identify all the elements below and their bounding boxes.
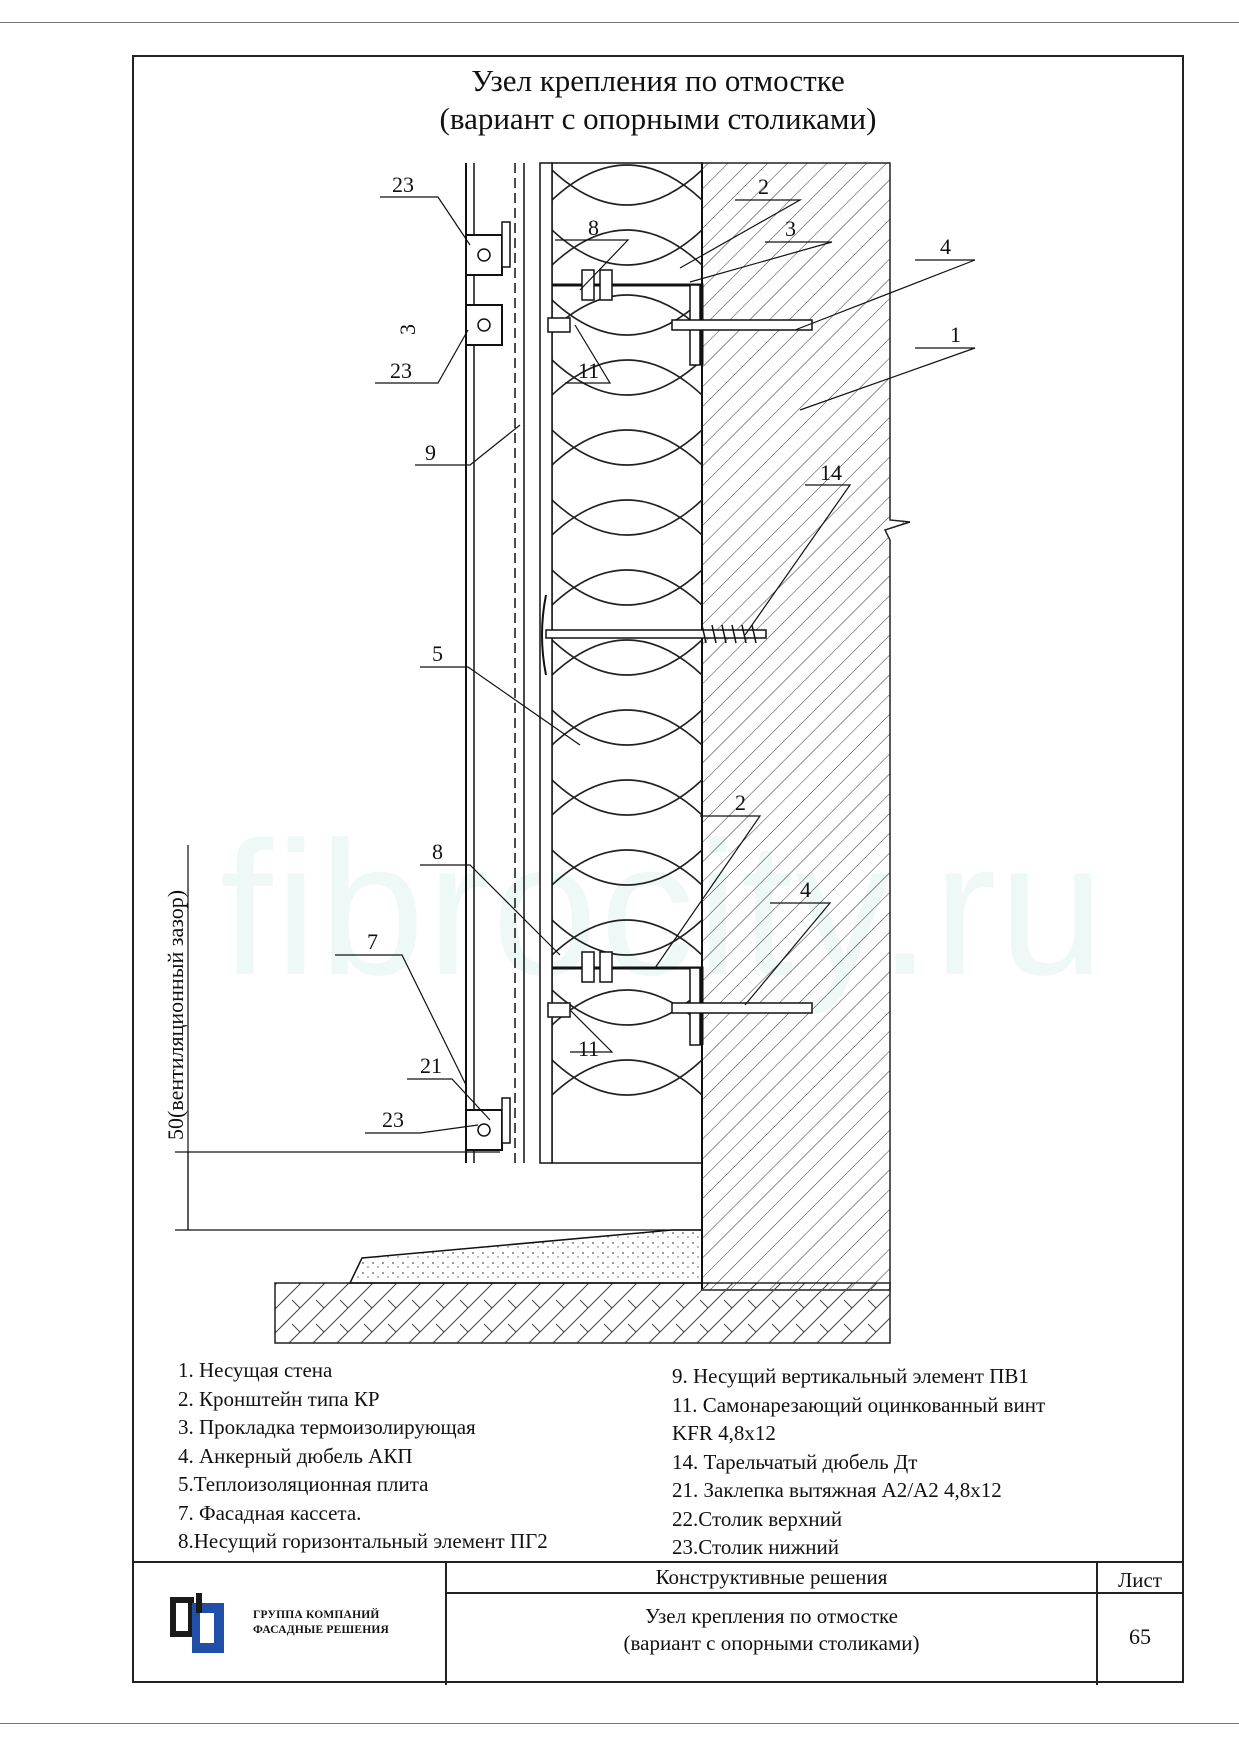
callout-21: 21 <box>420 1053 442 1078</box>
sheet-number: 65 <box>1129 1624 1151 1649</box>
drawing-frame <box>132 55 1184 1683</box>
legend-item: 2. Кронштейн типа КР <box>178 1386 380 1411</box>
callout-1: 1 <box>950 322 961 347</box>
section-name: Конструктивные решения <box>655 1565 888 1589</box>
callout-23-mid: 23 <box>390 358 412 383</box>
legend-left: 1. Несущая стена 2. Кронштейн типа КР 3.… <box>178 1356 548 1556</box>
title-block-divider <box>445 1592 1182 1594</box>
page-top-rule <box>0 22 1239 23</box>
title-block-divider <box>445 1563 447 1685</box>
callout-23-low: 23 <box>382 1107 404 1132</box>
plate-dowel <box>541 594 767 676</box>
ventilation-gap-dimension: 50(вентиляционный зазор) <box>163 890 188 1140</box>
title-line-2: (вариант с опорными столиками) <box>439 101 877 136</box>
legend-item: 11. Самонарезающий оцинкованный винт <box>672 1392 1046 1417</box>
watermark: fibrocity.ru <box>220 803 1107 1015</box>
ground <box>175 845 891 1344</box>
callout-4-top: 4 <box>940 234 951 259</box>
legend-item: 7. Фасадная кассета. <box>178 1500 362 1525</box>
vertical-rail <box>514 162 553 1164</box>
stamp-title: Узел крепления по отмостке (вариант с оп… <box>447 1603 1096 1657</box>
legend-item: KFR 4,8х12 <box>672 1421 776 1445</box>
company-logo <box>170 1593 224 1653</box>
page-bottom-rule <box>0 1723 1239 1724</box>
callout-14: 14 <box>820 460 842 485</box>
stamp-title-line-1: Узел крепления по отмостке <box>644 1604 898 1628</box>
legend-item: 22.Столик верхний <box>672 1506 843 1531</box>
legend-item: 5.Теплоизоляционная плита <box>178 1472 429 1496</box>
legend-item: 1. Несущая стена <box>178 1358 333 1382</box>
legend-item: 9. Несущий вертикальный элемент ПВ1 <box>672 1364 1029 1388</box>
company-line-2: ФАСАДНЫЕ РЕШЕНИЯ <box>253 1624 390 1636</box>
load-bearing-wall <box>701 162 911 1291</box>
leader-lines <box>335 196 976 1134</box>
callout-11-low: 11 <box>578 1036 599 1061</box>
legend-item: 21. Заклепка вытяжная А2/А2 4,8х12 <box>672 1478 1002 1502</box>
callout-9: 9 <box>425 440 436 465</box>
sheet-label: Лист <box>1118 1568 1162 1592</box>
callout-8-low: 8 <box>432 839 443 864</box>
callout-8-top: 8 <box>588 215 599 240</box>
legend-item: 4. Анкерный дюбель АКП <box>178 1443 413 1468</box>
callout-2-top: 2 <box>758 174 769 199</box>
bracket-bottom <box>547 951 813 1046</box>
stamp-title-line-2: (вариант с опорными столиками) <box>623 1631 920 1655</box>
drawing-title: Узел крепления по отмостке (вариант с оп… <box>132 62 1184 138</box>
callout-3-dimension: 3 <box>395 324 420 335</box>
legend-right: 9. Несущий вертикальный элемент ПВ1 11. … <box>672 1362 1045 1562</box>
legend-item: 3. Прокладка термоизолирующая <box>178 1415 476 1439</box>
callout-2-low: 2 <box>735 790 746 815</box>
legend-item: 23.Столик нижний <box>672 1535 839 1559</box>
callout-7: 7 <box>367 929 378 954</box>
legend-item: 14. Тарельчатый дюбель Дт <box>672 1449 918 1474</box>
support-tables <box>465 221 511 1151</box>
callout-5: 5 <box>432 641 443 666</box>
bracket-top <box>547 269 813 366</box>
company-name: ГРУППА КОМПАНИЙ ФАСАДНЫЕ РЕШЕНИЯ <box>253 1608 389 1638</box>
title-block-divider <box>1096 1563 1098 1685</box>
callout-11-top: 11 <box>578 358 599 383</box>
callout-23-top: 23 <box>392 172 414 197</box>
legend-item: 8.Несущий горизонтальный элемент ПГ2 <box>178 1529 548 1553</box>
title-block: ГРУППА КОМПАНИЙ ФАСАДНЫЕ РЕШЕНИЯ Констру… <box>132 1561 1184 1685</box>
callout-3-top: 3 <box>785 216 796 241</box>
title-line-1: Узел крепления по отмостке <box>471 63 845 98</box>
callout-4-low: 4 <box>800 877 811 902</box>
company-line-1: ГРУППА КОМПАНИЙ <box>253 1609 380 1621</box>
